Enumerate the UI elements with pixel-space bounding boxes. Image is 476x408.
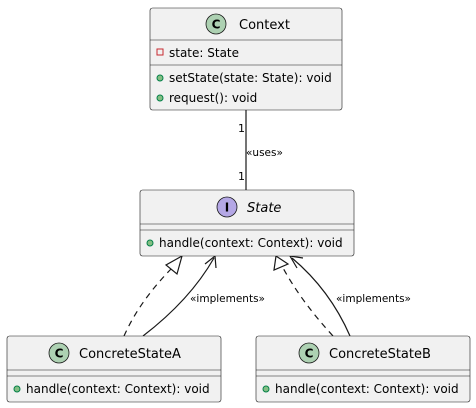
class-name: Context — [239, 18, 290, 33]
realization-edge-a — [123, 265, 175, 337]
interface-name: State — [247, 201, 281, 216]
uses-source-multiplicity: 1 — [238, 122, 245, 135]
interface-kind-icon — [216, 196, 238, 218]
public-visibility-icon — [146, 239, 154, 247]
class-name: ConcreteStateA — [79, 347, 181, 362]
method-handle: handle(context: Context): void — [275, 382, 459, 396]
class-name: ConcreteStateB — [329, 347, 431, 362]
uses-target-multiplicity: 1 — [238, 170, 245, 183]
class-context[interactable]: C Context state: State setState(state: S… — [149, 7, 343, 111]
class-kind-icon — [298, 342, 320, 364]
uses-label: «uses» — [246, 147, 283, 159]
implements-edge-a — [142, 257, 215, 337]
interface-kind-letter: I — [225, 201, 229, 215]
class-kind-icon — [48, 342, 70, 364]
class-concrete-state-a[interactable]: C ConcreteStateA handle(context: Context… — [6, 335, 222, 403]
class-kind-letter: C — [55, 347, 64, 361]
field-state: state: State — [169, 46, 239, 60]
public-visibility-icon — [156, 94, 164, 102]
public-visibility-icon — [262, 385, 270, 393]
implements-arrowhead-a — [204, 254, 217, 269]
implements-label-a: «implements» — [190, 293, 265, 305]
public-visibility-icon — [13, 385, 21, 393]
implements-label-b: «implements» — [336, 293, 411, 305]
method-setstate: setState(state: State): void — [169, 71, 332, 85]
class-kind-letter: C — [212, 18, 221, 32]
realization-edge-b — [281, 265, 334, 337]
realization-arrowhead-b — [273, 254, 290, 271]
class-concrete-state-b[interactable]: C ConcreteStateB handle(context: Context… — [255, 335, 471, 403]
method-handle: handle(context: Context): void — [26, 382, 210, 396]
implements-edge-b — [291, 257, 351, 337]
public-visibility-icon — [156, 74, 164, 82]
method-request: request(): void — [169, 91, 257, 105]
private-visibility-icon — [156, 48, 164, 56]
method-handle: handle(context: Context): void — [159, 236, 343, 250]
interface-state[interactable]: I State handle(context: Context): void — [139, 189, 355, 257]
class-kind-icon — [205, 13, 227, 35]
class-kind-letter: C — [305, 347, 314, 361]
realization-arrowhead-a — [164, 254, 183, 276]
